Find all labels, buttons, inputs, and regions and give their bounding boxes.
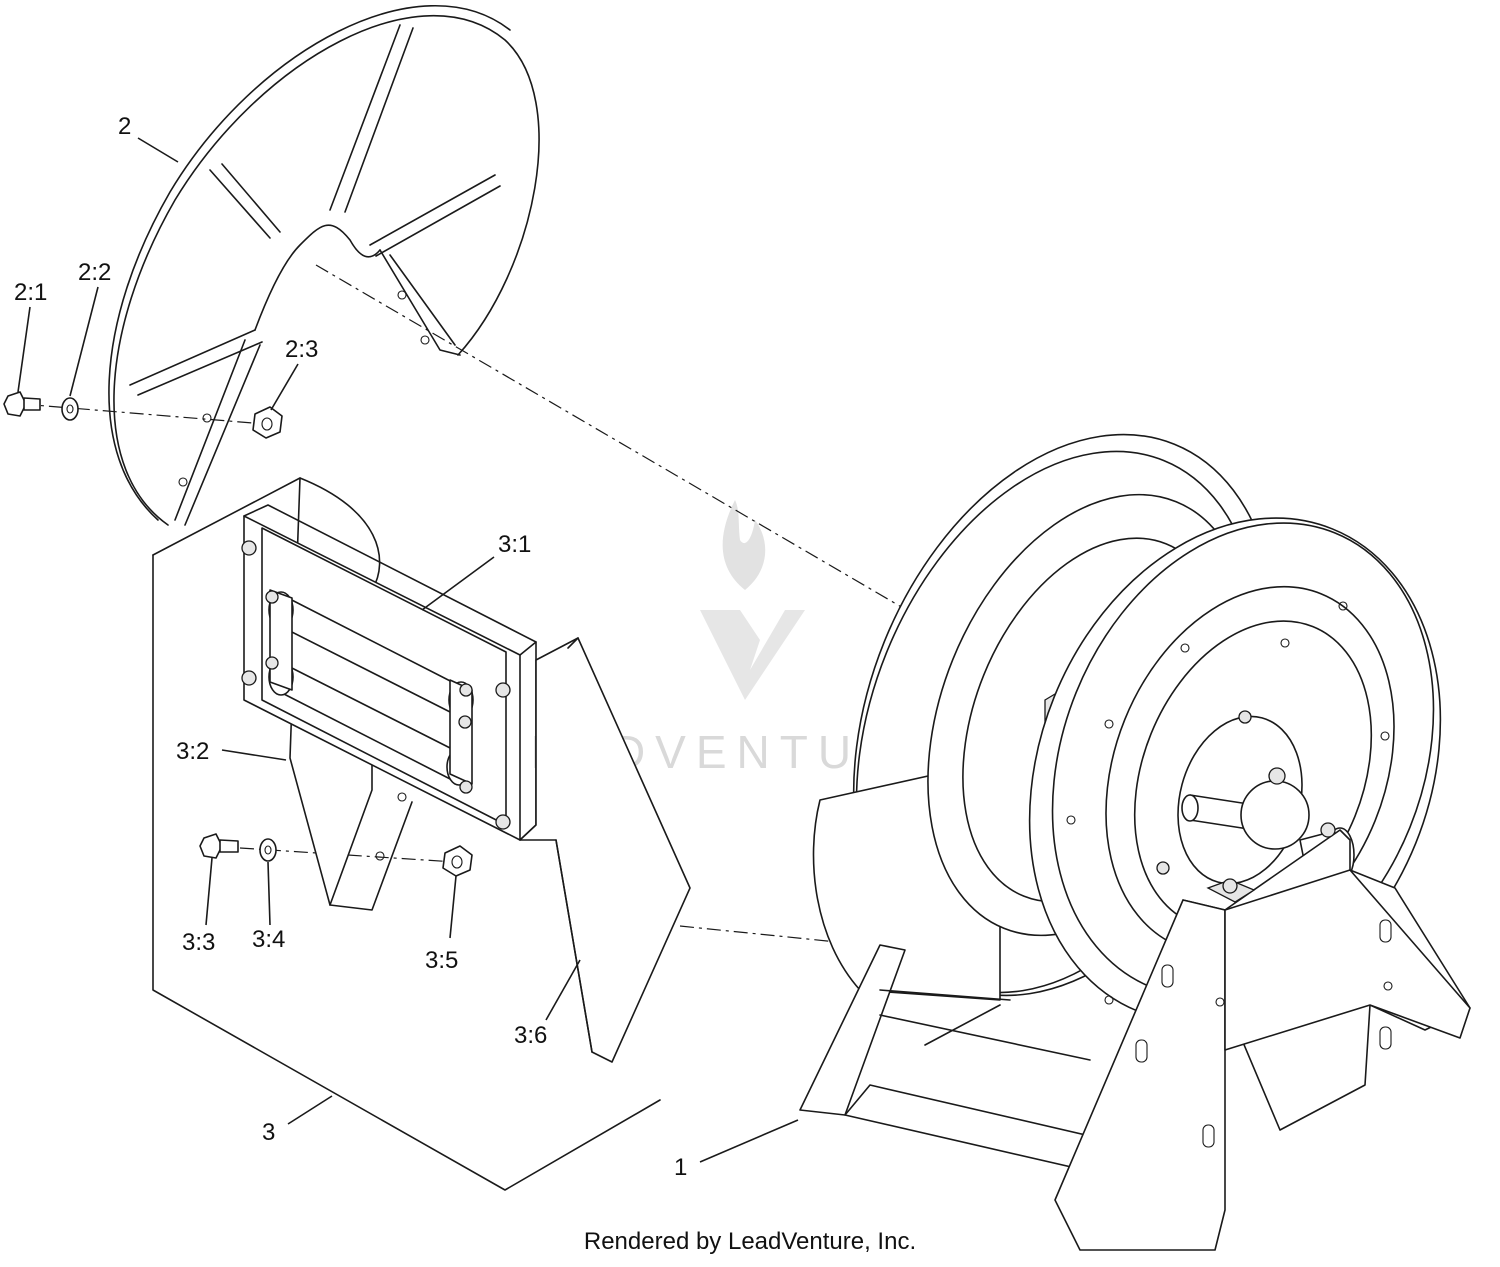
callout-3-5: 3:5 xyxy=(425,947,458,974)
callout-3-1: 3:1 xyxy=(498,531,531,558)
part-2-1-bolt xyxy=(3,391,41,417)
leader-lines xyxy=(17,137,799,1163)
part-3-assembly-outline xyxy=(152,554,661,1191)
callout-labels: 2 2:1 2:2 2:3 3:1 3:2 3:3 3:4 3:5 3:6 3 … xyxy=(14,113,687,1181)
callout-3-2: 3:2 xyxy=(176,738,209,765)
callout-3-3: 3:3 xyxy=(182,929,215,956)
part-3-5-nut xyxy=(442,845,473,877)
part-3-3-bolt xyxy=(199,833,239,859)
callout-1: 1 xyxy=(674,1154,687,1181)
part-3-6-plate xyxy=(519,637,691,1063)
callout-3: 3 xyxy=(262,1119,275,1146)
callout-3-4: 3:4 xyxy=(252,926,285,953)
callout-2: 2 xyxy=(118,113,131,140)
callout-2-3: 2:3 xyxy=(285,336,318,363)
render-credit: Rendered by LeadVenture, Inc. xyxy=(583,1228,917,1255)
part-2-3-nut xyxy=(252,406,283,439)
part-2-side-disc xyxy=(108,4,540,526)
part-2-2-washer xyxy=(61,397,79,421)
callout-2-1: 2:1 xyxy=(14,279,47,306)
callout-2-2: 2:2 xyxy=(78,259,111,286)
part-1-hose-reel xyxy=(799,433,1471,1251)
part-3-1-roller-guide xyxy=(241,504,537,841)
part-3-4-washer xyxy=(259,838,277,862)
callout-3-6: 3:6 xyxy=(514,1022,547,1049)
